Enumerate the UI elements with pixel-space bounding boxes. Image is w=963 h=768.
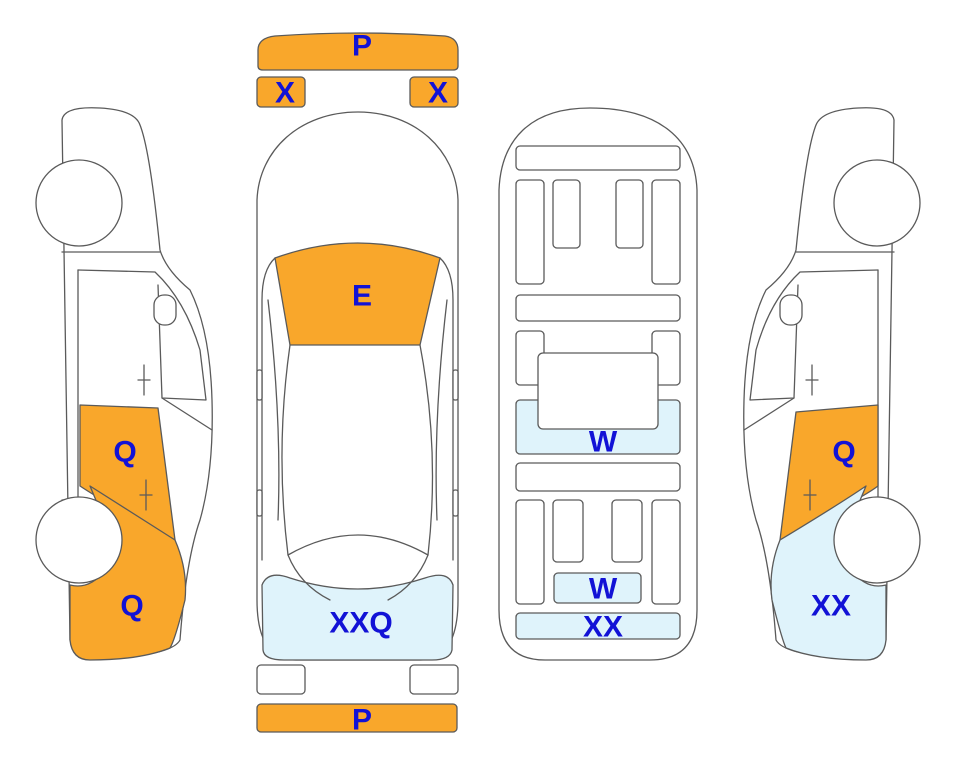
taillight-left-panel[interactable]	[256, 664, 306, 695]
label-left-front-door: Q	[113, 436, 136, 469]
label-underbody-mid: W	[589, 426, 618, 459]
rear-bumper-panel[interactable]	[256, 703, 458, 733]
label-headlight-right: X	[428, 77, 448, 110]
label-headlight-left: X	[275, 77, 295, 110]
label-underbody-rear: W	[589, 573, 618, 606]
label-right-front-door: Q	[832, 436, 855, 469]
underbody-tail-panel[interactable]	[515, 612, 681, 640]
left-front-wheel	[35, 159, 123, 247]
car-top-view	[256, 32, 459, 733]
damage-labels: P X X E XXQ P W W XX Q Q Q XX	[113, 30, 855, 737]
label-right-rear-fender: XX	[811, 590, 851, 623]
underbody-rear-panel[interactable]	[553, 572, 642, 604]
taillight-right-panel[interactable]	[409, 664, 459, 695]
label-underbody-tail: XX	[583, 611, 623, 644]
car-left-side-view	[35, 107, 213, 661]
left-rear-wheel	[35, 496, 123, 584]
label-left-rear-fender: Q	[120, 590, 143, 623]
label-front-bumper: P	[352, 30, 372, 63]
label-hood: E	[352, 280, 372, 313]
label-rear-bumper: P	[352, 704, 372, 737]
front-bumper-panel[interactable]	[257, 32, 459, 71]
rear-top-panel[interactable]	[261, 574, 454, 661]
right-front-wheel	[833, 159, 921, 247]
car-underbody-view	[498, 107, 698, 661]
headlight-right-panel[interactable]	[409, 76, 459, 108]
right-rear-wheel	[833, 496, 921, 584]
car-right-side-view	[743, 107, 921, 661]
label-rear-top: XXQ	[329, 607, 392, 640]
headlight-left-panel[interactable]	[256, 76, 306, 108]
